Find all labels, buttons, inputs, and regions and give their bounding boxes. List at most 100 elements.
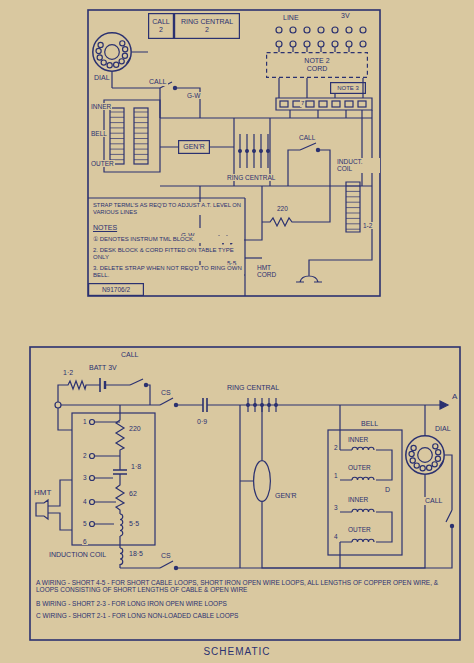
dial-symbol-stroke — [420, 466, 425, 471]
component-label: 7 — [300, 100, 305, 107]
bottom-wiring-stroke — [340, 430, 392, 555]
terminal-repeats-stroke — [318, 27, 324, 33]
dial-symbol: DIAL — [92, 32, 132, 72]
dial-symbol-stroke — [411, 445, 416, 450]
terminal-repeats-stroke — [345, 101, 353, 107]
dial-symbol-stroke — [432, 462, 437, 467]
bottom-wiring-stroke — [130, 379, 143, 385]
bottom-wiring-stroke — [72, 413, 155, 545]
terminal-repeats-stroke — [134, 159, 148, 160]
node-text: GEN'R — [275, 492, 297, 500]
terminal-repeats-stroke — [332, 41, 338, 47]
bottom-wiring-stroke — [328, 430, 402, 555]
terminal-repeats-stroke — [134, 112, 148, 113]
terminal-repeats-stroke — [110, 133, 124, 134]
header-cell-stroke — [175, 14, 240, 39]
coil-windings-stroke — [90, 420, 95, 425]
bottom-wiring-stroke — [424, 405, 425, 435]
bottom-wiring-stroke — [203, 398, 207, 412]
node-text: CALL — [152, 18, 170, 26]
terminal-repeats-stroke — [280, 101, 288, 107]
terminal-repeats-stroke — [346, 207, 360, 208]
dial-symbol: DIAL — [405, 435, 445, 475]
coil-windings-stroke — [120, 548, 123, 565]
drawing-number: N91706/2 — [88, 283, 144, 296]
component-label: CALL — [148, 78, 168, 86]
bottom-wiring-stroke — [55, 402, 61, 408]
component-label: OUTER — [347, 464, 372, 471]
coil-windings-stroke — [268, 404, 271, 407]
bottom-wiring-stroke — [174, 403, 177, 406]
top-wiring-stroke — [279, 47, 349, 52]
bottom-wiring-stroke — [440, 401, 448, 409]
node-text: RING CENTRAL — [181, 18, 233, 26]
top-frame-stroke — [88, 10, 380, 296]
terminal-repeats-stroke — [346, 213, 360, 214]
bottom-wiring-stroke — [99, 378, 101, 392]
terminal-repeats-stroke — [267, 134, 268, 168]
bottom-wiring-stroke — [36, 500, 48, 519]
terminal-repeats-stroke — [246, 150, 249, 153]
note-text: A WIRING - SHORT 4-5 - FOR SHORT CABLE L… — [35, 579, 457, 594]
terminal-repeats-stroke — [346, 229, 360, 230]
terminal-repeats-stroke — [134, 138, 148, 139]
coil-windings-stroke — [275, 398, 276, 412]
terminal-repeats-stroke — [260, 134, 261, 168]
terminal-repeats-stroke — [110, 122, 124, 123]
coil-windings-stroke — [90, 476, 95, 481]
component-label: INNER — [347, 436, 369, 443]
component-label: G-W — [186, 92, 201, 99]
header-cell-stroke — [149, 14, 174, 39]
dial-symbol-stroke — [439, 461, 443, 467]
terminal-repeats-stroke — [306, 101, 314, 107]
dial-symbol-stroke — [114, 62, 119, 67]
bottom-wiring-stroke — [113, 470, 127, 474]
note-text: 3. DELETE STRAP WHEN NOT REQ'D TO RING O… — [92, 265, 244, 279]
note-text: STRAP TERML'S AS REQ'D TO ADJUST A.T. LE… — [92, 202, 244, 215]
generator-symbol: GEN'R — [253, 460, 271, 502]
terminal-repeats-stroke — [346, 202, 360, 203]
component-label: RING CENTRAL — [226, 384, 280, 392]
bottom-wiring-stroke — [144, 383, 147, 386]
terminal-repeats-stroke — [319, 101, 327, 107]
terminal-repeats-stroke — [290, 27, 296, 33]
cord-block: NOTE 2CORD — [266, 52, 368, 78]
top-wiring — [88, 47, 372, 296]
coil-windings-stroke — [120, 514, 123, 536]
note-box: NOTE 3 — [330, 82, 366, 94]
drawing-number-stroke — [89, 284, 144, 296]
coil-windings-stroke — [254, 404, 257, 407]
bottom-wiring-stroke — [174, 566, 177, 569]
component-label: BELL — [360, 420, 379, 428]
component-label: INNER — [347, 496, 369, 503]
component-label: CS — [160, 389, 172, 397]
component-label: 4 — [82, 498, 88, 505]
terminal-repeats-stroke — [239, 134, 240, 168]
dial-symbol-stroke — [123, 47, 128, 52]
component-label: 1·8 — [130, 463, 142, 471]
dial-symbol-stroke — [436, 450, 441, 455]
top-switch-contacts-stroke — [316, 148, 319, 151]
top-wiring-stroke — [296, 260, 330, 282]
caption: SCHEMATIC — [0, 646, 474, 657]
bottom-wiring-stroke — [160, 561, 173, 568]
coil-windings-stroke — [261, 404, 264, 407]
coil-windings-stroke — [261, 398, 262, 412]
component-label: 1·2 — [62, 369, 74, 377]
dial-symbol-outline — [405, 435, 445, 475]
bottom-wiring-stroke — [104, 381, 106, 389]
component-label: BATT 3V — [88, 364, 118, 372]
dial-symbol-stroke — [406, 436, 444, 474]
coil-windings-stroke — [352, 447, 374, 450]
coil-windings-stroke — [352, 477, 374, 480]
terminal-repeats-stroke — [346, 186, 360, 187]
bottom-wiring-stroke — [58, 408, 72, 430]
bottom-frame — [30, 347, 460, 640]
dial-symbol-stroke — [126, 58, 130, 64]
component-label: 3V — [340, 12, 351, 20]
node-text: 2 — [205, 26, 209, 34]
coil-windings-stroke — [90, 454, 95, 459]
component-label: 1 — [82, 418, 88, 425]
coil-windings-stroke — [247, 404, 250, 407]
terminal-repeats-stroke — [304, 27, 310, 33]
